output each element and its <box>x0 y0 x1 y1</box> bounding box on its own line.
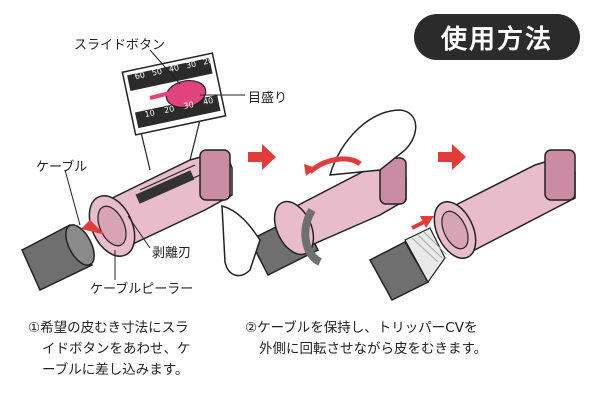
step-2-line-2: 外側に回転させながら皮をむきます。 <box>259 341 488 357</box>
step-arrow-1 <box>248 144 276 170</box>
label-blade: 剥離刃 <box>152 246 192 261</box>
scale-callout <box>121 52 227 171</box>
cable-left <box>21 223 95 292</box>
step-2-number: ② <box>245 320 258 336</box>
step-1-line-1: 希望の皮むき寸法にスラ <box>40 320 189 336</box>
step-arrow-2 <box>438 144 466 170</box>
page-title: 使用方法 <box>440 24 553 55</box>
panel-3-illustration <box>368 149 576 301</box>
label-slide-button: スライドボタン <box>74 38 166 53</box>
step-2-line-1: ケーブルを保持し、トリッパーCVを <box>257 320 478 336</box>
step-2-caption: ② ケーブルを保持し、トリッパーCVを 外側に回転させながら皮をむきます。 <box>245 318 545 360</box>
panel-2-illustration <box>221 109 417 277</box>
cable-peeler-tool-1 <box>88 149 233 257</box>
step-1-caption: ① 希望の皮むき寸法にスラ イドボタンをあわせ、ケ ーブルに差し込みます。 <box>28 318 238 381</box>
step-1-number: ① <box>28 320 41 336</box>
label-cable: ケーブル <box>36 160 88 175</box>
title-badge: 使用方法 <box>414 14 580 60</box>
label-scale: 目盛り <box>248 91 288 106</box>
step-1-line-2: イドボタンをあわせ、ケ <box>42 341 191 357</box>
label-cable-peeler: ケーブルピーラー <box>90 282 194 297</box>
step-1-line-3: ーブルに差し込みます。 <box>42 362 189 378</box>
panel-1-illustration <box>21 49 245 292</box>
